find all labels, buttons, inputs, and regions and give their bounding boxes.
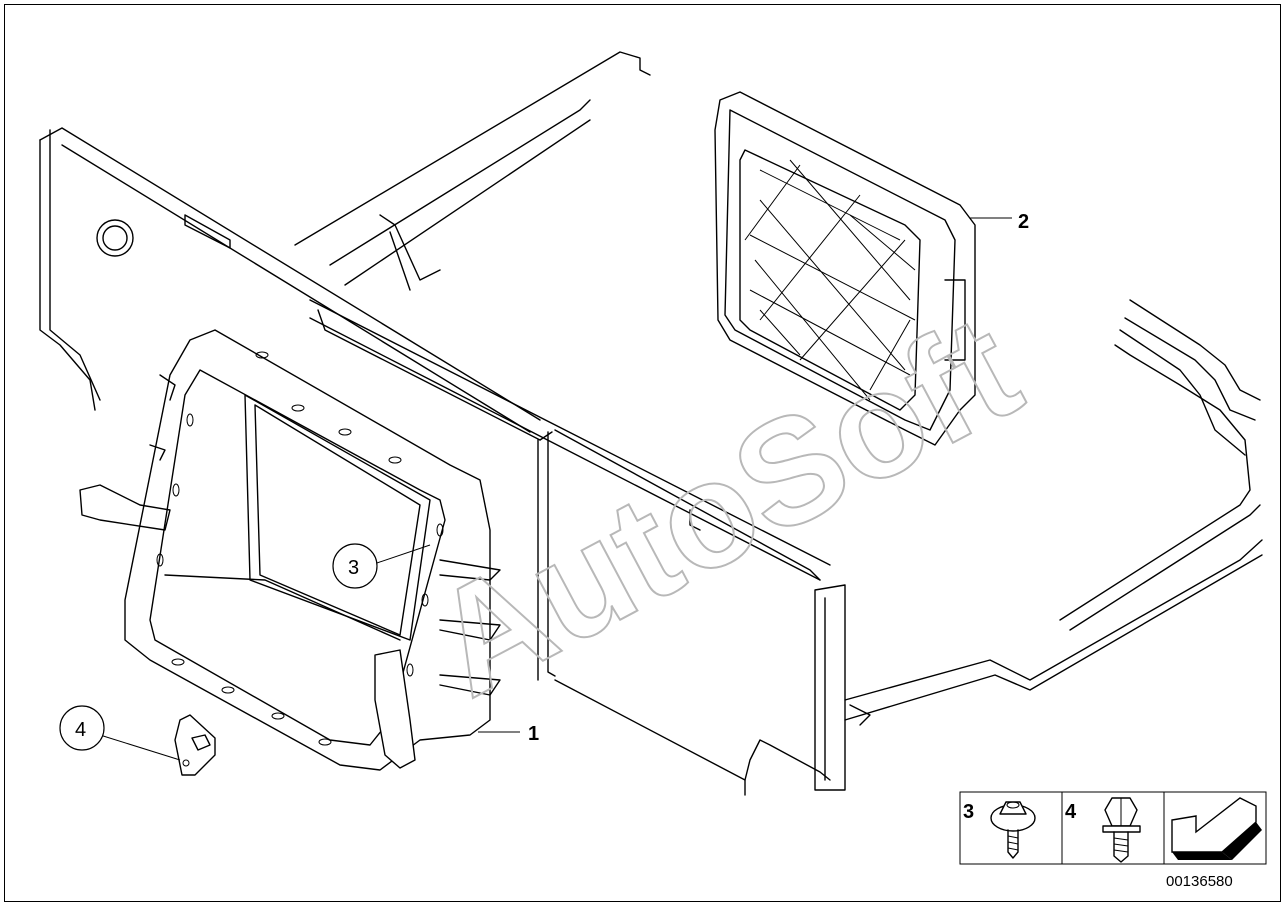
legend-label-4: 4 <box>1065 801 1077 823</box>
callout-label-4: 4 <box>75 719 86 741</box>
callout-label-2: 2 <box>1018 211 1029 233</box>
body-panel <box>39 51 1263 796</box>
part-1-air-duct <box>79 329 520 771</box>
callout-bubble-3 <box>332 543 378 589</box>
part-4-bracket <box>99 714 216 776</box>
part-2-grille-cover <box>714 91 1012 446</box>
watermark-text: AutoSoft <box>406 282 1044 728</box>
callout-label-1: 1 <box>528 723 539 745</box>
screw-icon <box>990 801 1036 859</box>
callout-3-leader <box>367 544 431 567</box>
callout-bubble-4 <box>59 705 105 751</box>
document-number: 00136580 <box>1166 873 1233 890</box>
drawing-frame <box>4 4 1281 902</box>
callout-label-3: 3 <box>348 557 359 579</box>
bolt-icon <box>1102 797 1141 863</box>
legend-box: 3 4 <box>959 791 1267 865</box>
legend-label-3: 3 <box>963 801 974 823</box>
direction-arrow-icon <box>1171 797 1262 860</box>
